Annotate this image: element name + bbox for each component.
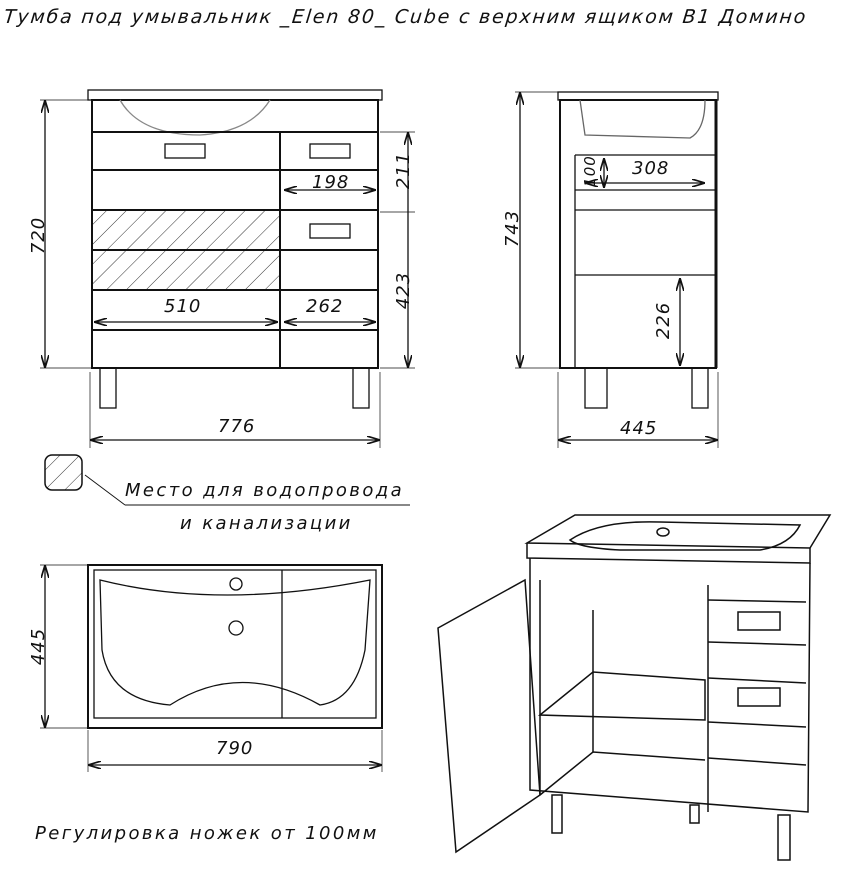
dim-shelf-226: 226 — [653, 301, 675, 340]
page-title: Тумба под умывальник _Elen 80_ Cube с ве… — [2, 6, 809, 28]
dim-top-width-790: 790 — [216, 738, 254, 759]
footer-note: Регулировка ножек от 100мм — [35, 823, 379, 844]
isometric-view — [437, 514, 832, 861]
dim-height-720: 720 — [28, 216, 50, 255]
legend-line-2: и канализации — [180, 513, 353, 534]
side-view — [515, 91, 719, 448]
dim-width-776: 776 — [218, 416, 256, 437]
dim-drawer-211: 211 — [393, 151, 415, 190]
dim-shelf-308: 308 — [632, 158, 670, 179]
dim-top-depth-445: 445 — [28, 627, 50, 666]
dim-drawer-100: 100 — [580, 155, 599, 187]
dim-depth-445: 445 — [620, 418, 658, 439]
dim-left-510: 510 — [164, 296, 202, 317]
legend-line-1: Место для водопровода — [125, 480, 405, 501]
top-view — [40, 564, 383, 772]
dim-lower-423: 423 — [393, 271, 415, 310]
dim-right-262: 262 — [306, 296, 344, 317]
legend-hatch-icon — [44, 454, 410, 506]
dim-inner-198: 198 — [312, 172, 350, 193]
dim-height-743: 743 — [502, 209, 524, 248]
front-view — [40, 89, 415, 448]
